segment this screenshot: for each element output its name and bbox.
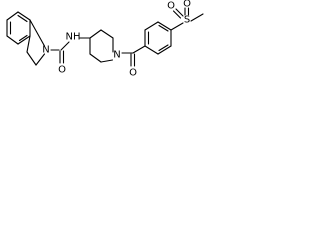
piperidine-nitrogen-label: N: [113, 50, 120, 61]
bond: [157, 21, 172, 31]
ketone-oxygen-label: O: [129, 68, 137, 79]
double-bond-inner: [158, 24, 169, 32]
molecule-diagram: N O NH N O: [0, 0, 220, 103]
bond: [100, 29, 114, 39]
urea-oxygen-label: O: [58, 65, 66, 76]
amide-nh-label: NH: [66, 32, 81, 43]
bond: [26, 35, 31, 53]
sulfonyl-oxygen-left-label: O: [167, 1, 175, 12]
bond: [157, 45, 172, 55]
bond: [190, 13, 204, 22]
bond: [89, 29, 102, 39]
indoline-nitrogen-label: N: [42, 45, 49, 56]
double-bond-inner: [18, 34, 28, 42]
sulfur-label: S: [184, 15, 190, 26]
bond: [6, 11, 19, 21]
bond: [17, 11, 31, 21]
bond: [26, 51, 37, 66]
double-bond: [175, 8, 184, 17]
sulfonyl-oxygen-top-label: O: [183, 0, 191, 10]
bond: [89, 53, 102, 63]
indoline-ring: [6, 11, 46, 66]
double-bond: [172, 10, 182, 19]
bond: [17, 35, 31, 45]
methylsulfonyl-group: [170, 7, 204, 31]
bond: [29, 19, 46, 47]
urea-linker: [50, 41, 70, 64]
bond: [6, 35, 19, 45]
bond: [132, 45, 146, 54]
ketone-linker: [121, 45, 146, 67]
double-bond-inner: [17, 14, 28, 23]
piperidine-ring: [79, 29, 114, 63]
bond: [144, 45, 159, 55]
bond: [144, 21, 159, 31]
bond: [60, 41, 70, 51]
bond: [170, 22, 184, 31]
bond: [35, 53, 46, 66]
bond: [100, 59, 114, 63]
double-bond-inner: [158, 44, 169, 52]
structure-drawing: N O NH N O: [6, 0, 204, 79]
phenyl-ring: [144, 21, 172, 55]
